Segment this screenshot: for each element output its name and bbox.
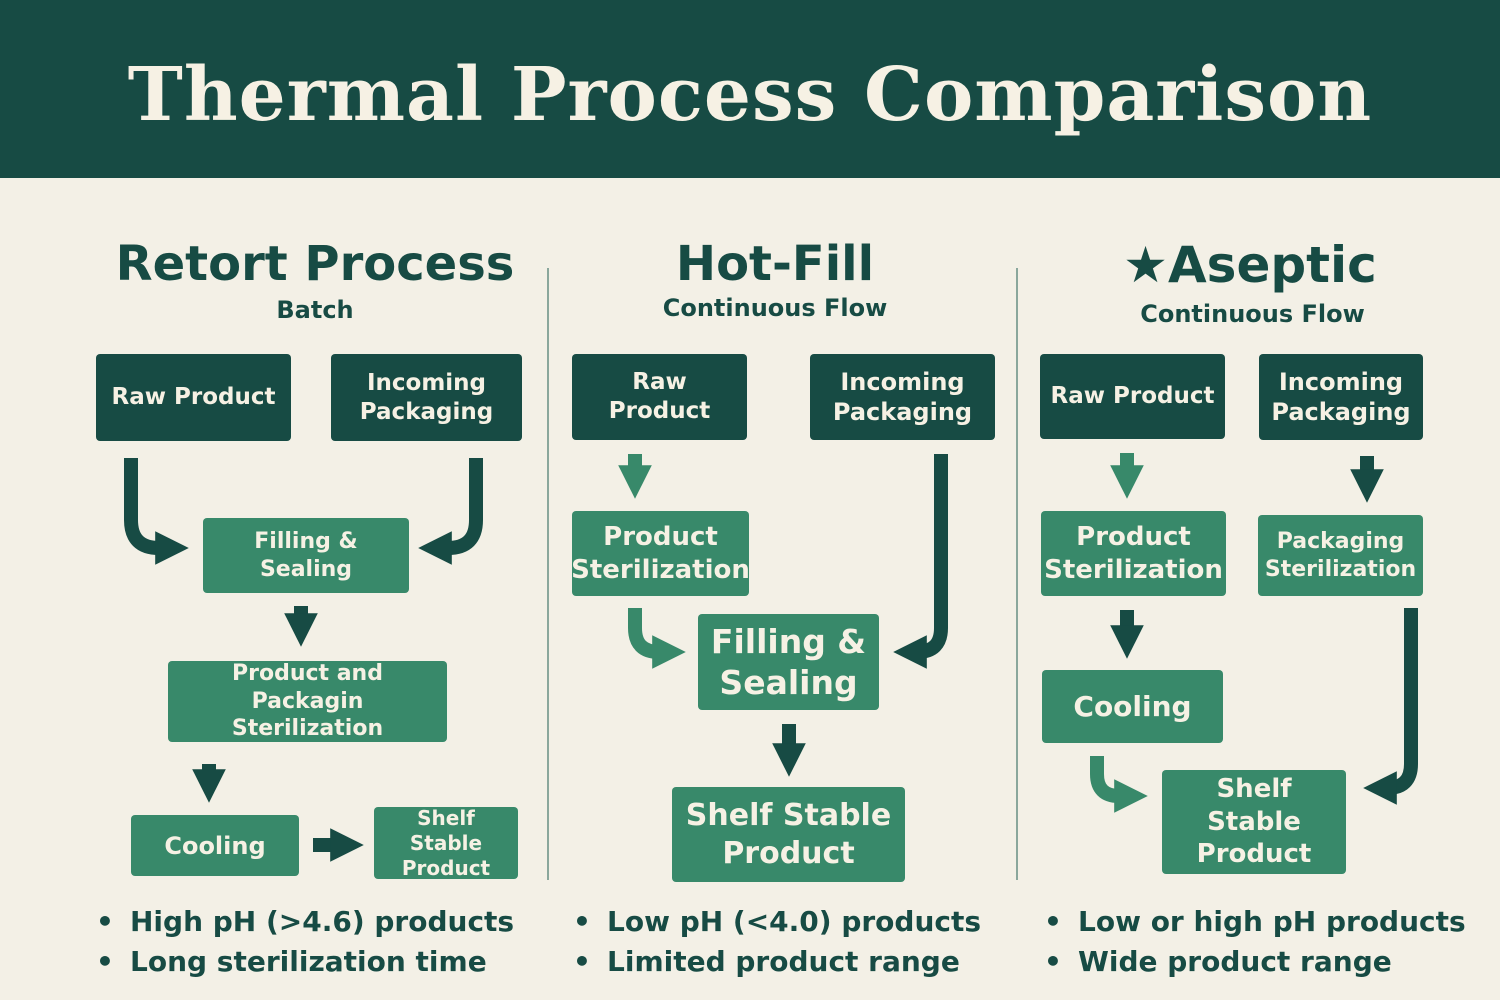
retort-subtitle: Batch	[276, 296, 354, 324]
hotfill-product-sterilization-box: Product Sterilization	[571, 511, 750, 596]
arrow-hotfill-product-sterilization-to-filling	[628, 608, 686, 669]
retort-shelf-stable-box: Shelf Stable Product	[374, 806, 518, 880]
star-icon: ★	[1123, 236, 1168, 294]
hotfill-title: Hot-Fill	[675, 236, 875, 292]
hotfill-shelf-stable-box: Shelf Stable Product	[672, 787, 905, 882]
hotfill-bullet: Low pH (<4.0) products	[573, 902, 993, 942]
hotfill-bullet: Limited product range	[573, 942, 993, 982]
retort-bullets: High pH (>4.6) products Long sterilizati…	[96, 902, 536, 982]
aseptic-title-wrap: ★Aseptic	[1030, 236, 1470, 294]
aseptic-raw-product-box: Raw Product	[1040, 354, 1225, 439]
aseptic-title: Aseptic	[1167, 236, 1377, 294]
retort-filling-sealing-box: Filling & Sealing	[203, 518, 409, 593]
hotfill-bullets: Low pH (<4.0) products Limited product r…	[573, 902, 993, 982]
arrow-retort-raw-to-filling	[124, 458, 189, 565]
aseptic-packaging-sterilization-box: Packaging Sterilization	[1258, 515, 1423, 596]
column-divider	[1016, 268, 1018, 880]
aseptic-subtitle: Continuous Flow	[1140, 300, 1365, 328]
page-title: Thermal Process Comparison	[127, 52, 1373, 138]
hotfill-raw-product-box: Raw Product	[572, 354, 747, 440]
retort-sterilization-box: Product and Packagin Sterilization	[168, 661, 447, 742]
aseptic-bullet: Wide product range	[1044, 942, 1474, 982]
aseptic-product-sterilization-box: Product Sterilization	[1041, 511, 1226, 596]
aseptic-incoming-packaging-box: Incoming Packaging	[1259, 354, 1423, 440]
retort-title: Retort Process	[115, 236, 515, 292]
retort-raw-product-box: Raw Product	[96, 354, 291, 441]
aseptic-shelf-stable-box: Shelf Stable Product	[1162, 770, 1346, 874]
aseptic-cooling-box: Cooling	[1042, 670, 1223, 743]
column-divider	[547, 268, 549, 880]
retort-bullet: Long sterilization time	[96, 942, 536, 982]
arrow-aseptic-cooling-to-shelf	[1090, 756, 1148, 813]
arrow-hotfill-packaging-to-filling	[893, 454, 948, 669]
arrow-aseptic-packaging-sterilization-to-shelf	[1363, 608, 1418, 805]
retort-bullet: High pH (>4.6) products	[96, 902, 536, 942]
arrow-retort-packaging-to-filling	[418, 458, 483, 565]
retort-incoming-packaging-box: Incoming Packaging	[331, 354, 522, 441]
hotfill-filling-sealing-box: Filling & Sealing	[698, 614, 879, 710]
retort-cooling-box: Cooling	[131, 815, 299, 876]
aseptic-bullets: Low or high pH products Wide product ran…	[1044, 902, 1474, 982]
aseptic-bullet: Low or high pH products	[1044, 902, 1474, 942]
hotfill-incoming-packaging-box: Incoming Packaging	[810, 354, 995, 440]
header-banner: Thermal Process Comparison	[0, 0, 1500, 178]
hotfill-subtitle: Continuous Flow	[662, 294, 888, 322]
